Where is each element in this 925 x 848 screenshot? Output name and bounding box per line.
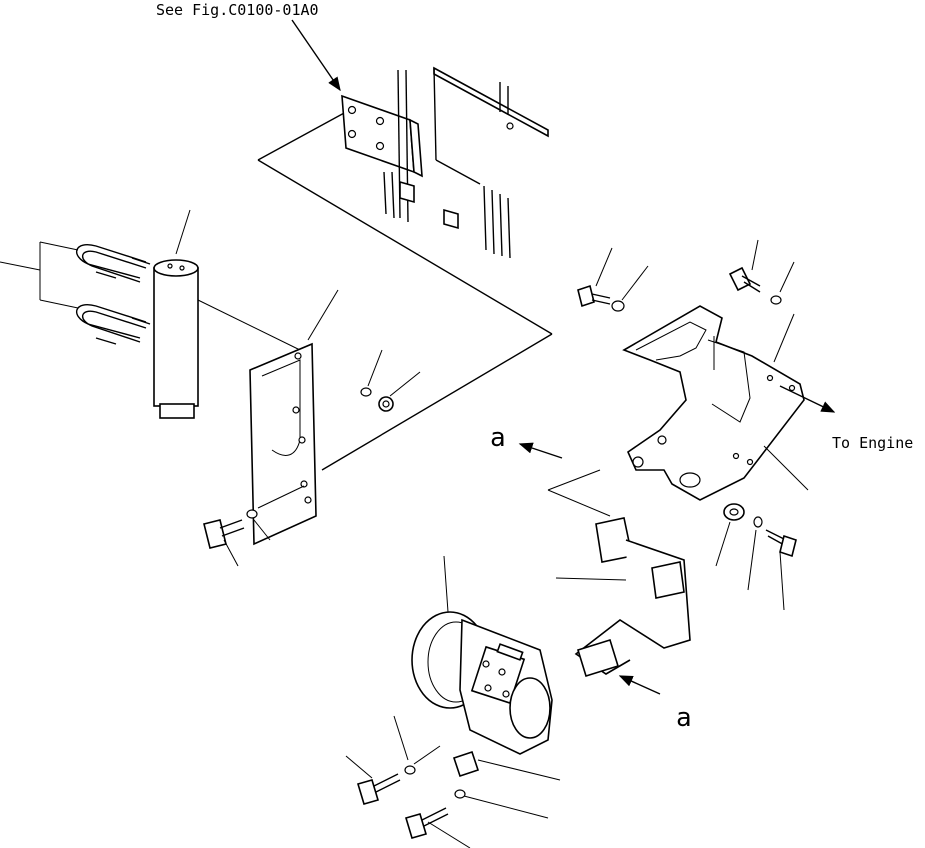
view-a-label-bottom: a (676, 703, 692, 733)
cab-frame (257, 66, 553, 471)
see-fig-label: See Fig.C0100-01A0 (156, 1, 319, 19)
u-bolt-upper (76, 244, 151, 283)
to-engine-arrow (779, 385, 836, 413)
u-bolt-callout (0, 241, 79, 309)
see-fig-leader (291, 19, 341, 92)
ac-compressor (411, 555, 553, 755)
view-a-arrow-top (518, 442, 563, 459)
washer-nut-plate (360, 349, 421, 412)
u-bolt-lower (76, 304, 151, 345)
receiver-drier (153, 209, 301, 419)
view-a-label-top: a (490, 423, 506, 453)
spacer-washer-bolt-right (715, 503, 797, 611)
bolt-lower-left (203, 485, 305, 567)
mounting-plate (249, 289, 339, 546)
compressor-mount-bracket (547, 469, 691, 678)
compressor-bracket (622, 305, 809, 501)
compressor-bolts (345, 715, 561, 848)
view-a-arrow-bottom (618, 675, 661, 695)
bracket-bolts-top (577, 239, 795, 363)
to-engine-label: To Engine (832, 434, 913, 452)
